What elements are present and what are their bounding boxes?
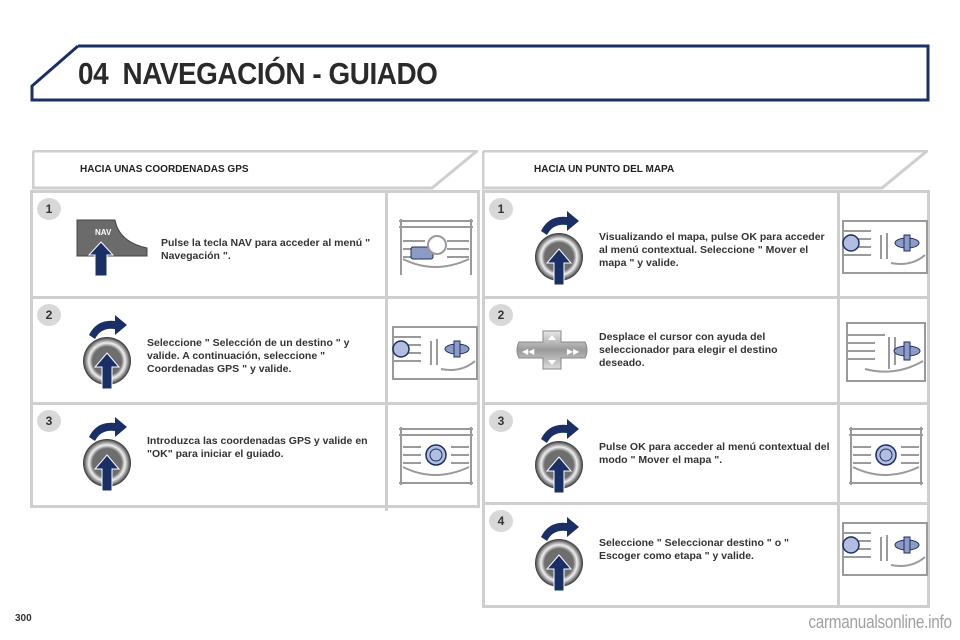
section-header-gps: HACIA UNAS COORDENADAS GPS: [32, 150, 478, 190]
step-number-badge: 1: [33, 193, 63, 223]
step-row: 2 ◀◀ ▶▶ Desplace el cursor con ayuda del…: [485, 299, 927, 405]
rotary-knob-turn-press-icon: [535, 211, 583, 286]
step-number-badge: 3: [485, 405, 515, 435]
page-number: 300: [15, 613, 32, 624]
step-instruction: Desplace el cursor con ayuda del selecci…: [599, 331, 778, 369]
section-heading: HACIA UN PUNTO DEL MAPA: [534, 164, 675, 175]
rotary-knob-turn-press-icon: [535, 419, 583, 494]
console-nav-button-thumbnail: [399, 219, 473, 275]
console-dpad-thumbnail: [846, 322, 926, 382]
steps-panel-gps: 1 NAV Pulse la tecla NAV para acceder al…: [30, 190, 480, 511]
console-knob-thumbnail: [392, 326, 478, 380]
chapter-title: NAVEGACIÓN - GUIADO: [122, 56, 438, 91]
step-number-badge: 4: [485, 505, 515, 535]
chapter-number: 04: [78, 56, 109, 91]
rotary-knob-turn-press-icon: [83, 315, 131, 390]
rotary-knob-turn-press-icon: [83, 417, 131, 492]
nav-button-press-icon: NAV: [76, 219, 148, 277]
page-title: 04 NAVEGACIÓN - GUIADO: [78, 56, 438, 92]
step-instruction: Seleccione " Seleccionar destino " o " E…: [599, 537, 789, 562]
svg-text:NAV: NAV: [95, 228, 112, 237]
step-row: 3 Pulse OK para acceder al menú contextu…: [485, 405, 927, 505]
step-instruction: Seleccione " Selección de un destino " y…: [147, 337, 350, 375]
directional-pad-icon: ◀◀ ▶▶: [516, 330, 588, 370]
step-number-badge: 2: [33, 299, 63, 329]
svg-text:▶▶: ▶▶: [567, 347, 580, 356]
console-center-knob-thumbnail: [849, 427, 923, 485]
chapter-title-frame: [30, 44, 930, 102]
step-row: 1 Visualizando el mapa, pulse OK para ac…: [485, 193, 928, 299]
section-heading: HACIA UNAS COORDENADAS GPS: [80, 164, 249, 175]
step-row: 4 Seleccione " Seleccionar destino " o "…: [485, 505, 928, 605]
step-instruction: Pulse la tecla NAV para acceder al menú …: [161, 237, 371, 262]
step-instruction: Visualizando el mapa, pulse OK para acce…: [599, 231, 825, 269]
rotary-knob-turn-press-icon: [535, 517, 583, 592]
watermark-link[interactable]: carmanualsonline.info: [808, 612, 953, 632]
section-header-map-point: HACIA UN PUNTO DEL MAPA: [482, 150, 928, 190]
console-knob-thumbnail: [842, 220, 928, 274]
step-row: 2 Seleccione " Selección de un destino "…: [33, 299, 478, 405]
step-instruction: Pulse OK para acceder al menú contextual…: [599, 441, 830, 466]
step-number-badge: 2: [485, 299, 515, 329]
svg-text:◀◀: ◀◀: [522, 347, 535, 356]
step-instruction: Introduzca las coordenadas GPS y valide …: [147, 435, 368, 460]
step-number-badge: 3: [33, 405, 63, 435]
step-row: 1 NAV Pulse la tecla NAV para acceder al…: [33, 193, 477, 299]
console-center-knob-thumbnail: [399, 427, 473, 485]
steps-panel-map-point: 1 Visualizando el mapa, pulse OK para ac…: [482, 190, 930, 608]
step-number-badge: 1: [485, 193, 515, 223]
console-knob-thumbnail: [842, 522, 928, 576]
step-row: 3 Introduzca las coordenadas GPS y valid…: [33, 405, 477, 511]
